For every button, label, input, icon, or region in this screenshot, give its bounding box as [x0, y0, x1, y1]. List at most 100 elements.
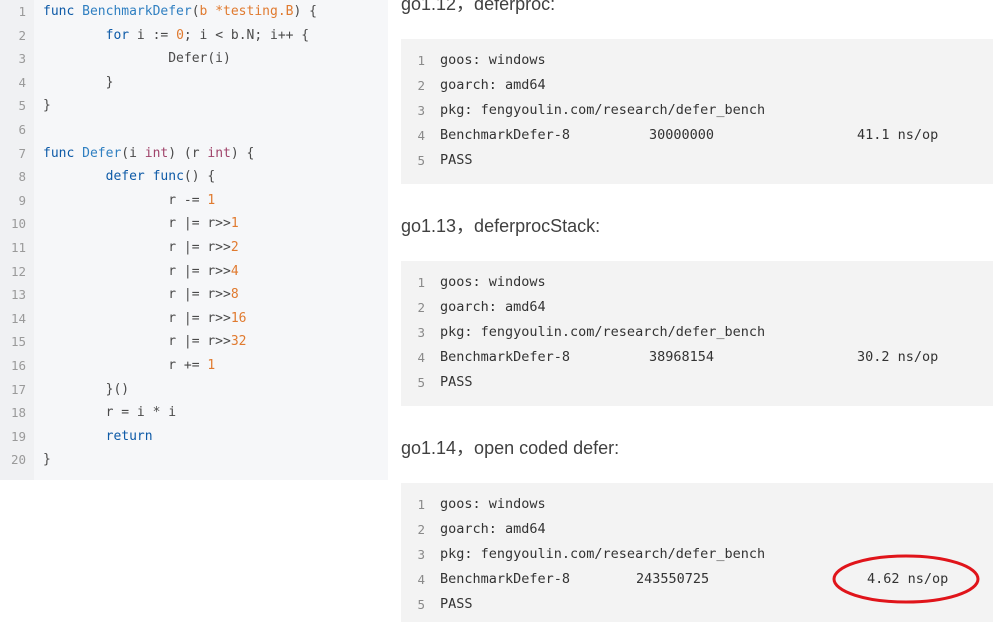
line-number: 1 — [417, 53, 425, 68]
output-text: PASS — [440, 152, 473, 168]
code-token: r = i * i — [43, 405, 177, 421]
line-number: 3 — [417, 547, 425, 562]
code-token: r |= r>> — [43, 263, 231, 279]
output-text: pkg: fengyoulin.com/research/defer_bench — [440, 546, 766, 562]
output-text: goos: windows — [440, 496, 546, 512]
code-token: r |= r>> — [43, 334, 231, 350]
output-text: goarch: amd64 — [440, 299, 546, 315]
iteration-count: 243550725 — [636, 571, 710, 587]
line-number: 1 — [417, 497, 425, 512]
line-number: 5 — [417, 153, 425, 168]
output-text: BenchmarkDefer-8 — [440, 571, 571, 587]
line-number: 17 — [10, 381, 26, 397]
line-number: 13 — [10, 287, 26, 303]
code-text: r |= r>>1 — [43, 212, 239, 236]
code-token — [43, 169, 106, 184]
code-token: func — [43, 145, 83, 161]
iteration-count: 30000000 — [649, 127, 715, 143]
code-text: r += 1 — [43, 354, 215, 378]
code-token: ( — [191, 4, 200, 19]
output-text: pkg: fengyoulin.com/research/defer_bench — [440, 102, 766, 118]
line-number: 10 — [10, 216, 26, 232]
code-text: return — [43, 425, 153, 449]
line-number: 4 — [18, 74, 26, 90]
section-heading-go112: go1.12，deferproc: — [401, 0, 556, 14]
code-token: } — [43, 98, 51, 114]
code-token: 4 — [230, 263, 239, 279]
code-token: }() — [43, 381, 130, 397]
code-text: }() — [43, 378, 129, 402]
code-token: 32 — [230, 334, 247, 350]
code-token: ) (r — [168, 145, 208, 161]
code-token: ) { — [230, 145, 255, 161]
code-token: Defer(i) — [43, 51, 231, 67]
code-token: 8 — [230, 287, 239, 303]
code-panel: 1 func BenchmarkDefer(b *testing.B) { 2 fo… — [0, 0, 388, 480]
code-token: 1 — [230, 216, 239, 232]
code-token: r |= r>> — [43, 240, 231, 255]
code-token: r += — [43, 358, 208, 373]
line-number: 4 — [417, 350, 425, 365]
code-text: func BenchmarkDefer(b *testing.B) { — [43, 0, 317, 24]
code-token — [43, 429, 106, 444]
line-number: 20 — [10, 452, 26, 468]
line-number: 1 — [18, 4, 26, 19]
output-text: BenchmarkDefer-8 — [440, 349, 571, 365]
line-number: 2 — [417, 78, 425, 93]
code-token: i := — [129, 27, 177, 43]
line-number: 1 — [417, 275, 425, 290]
code-token: *testing.B — [215, 4, 294, 19]
line-number: 4 — [417, 128, 425, 143]
code-token: BenchmarkDefer — [82, 4, 192, 19]
code-text: r |= r>>2 — [43, 236, 239, 260]
ns-per-op: 41.1 ns/op — [857, 127, 939, 143]
code-text: r -= 1 — [43, 189, 215, 213]
code-token: defer — [105, 169, 145, 185]
output-text: goarch: amd64 — [440, 521, 546, 537]
code-text: defer func() { — [43, 165, 216, 189]
line-number: 14 — [10, 310, 26, 326]
output-text: goos: windows — [440, 52, 546, 68]
code-token: 0 — [176, 27, 184, 43]
code-text: Defer(i) — [43, 47, 231, 71]
output-text: pkg: fengyoulin.com/research/defer_bench — [440, 324, 766, 340]
code-token: r -= — [43, 192, 208, 208]
code-token: () { — [183, 169, 216, 185]
line-number: 7 — [18, 145, 26, 161]
output-text: BenchmarkDefer-8 — [440, 127, 571, 143]
code-token: 2 — [230, 240, 239, 255]
code-token: 1 — [207, 192, 216, 208]
code-token: 1 — [207, 358, 216, 373]
line-number: 12 — [10, 263, 26, 279]
line-number: 16 — [10, 358, 26, 373]
code-token: r |= r>> — [43, 287, 231, 303]
line-number: 3 — [417, 103, 425, 118]
line-number: 18 — [10, 405, 26, 421]
iteration-count: 38968154 — [649, 349, 715, 365]
line-number: 5 — [18, 98, 26, 114]
line-number: 3 — [417, 325, 425, 340]
code-text: r |= r>>16 — [43, 307, 246, 331]
code-text: r |= r>>8 — [43, 283, 239, 307]
code-token: Defer — [82, 145, 122, 161]
line-number-gutter — [0, 0, 34, 480]
code-text: } — [43, 94, 51, 118]
line-number: 2 — [417, 522, 425, 537]
code-text: } — [43, 448, 51, 472]
line-number: 11 — [10, 240, 26, 255]
code-text: r = i * i — [43, 401, 176, 425]
line-number: 19 — [10, 428, 26, 444]
code-token: ) { — [293, 4, 317, 19]
code-token: for — [105, 27, 130, 43]
output-text: PASS — [440, 596, 473, 612]
ns-per-op: 30.2 ns/op — [857, 349, 939, 365]
output-block-go114: 1 goos: windows 2 goarch: amd64 3 pkg: fengyo… — [401, 483, 993, 622]
code-token: (i — [121, 145, 145, 161]
section-heading-go114: go1.14，open coded defer: — [401, 438, 620, 458]
code-token: r |= r>> — [43, 216, 231, 232]
line-number: 5 — [417, 375, 425, 390]
code-token: return — [105, 428, 153, 444]
line-number: 4 — [417, 572, 425, 587]
